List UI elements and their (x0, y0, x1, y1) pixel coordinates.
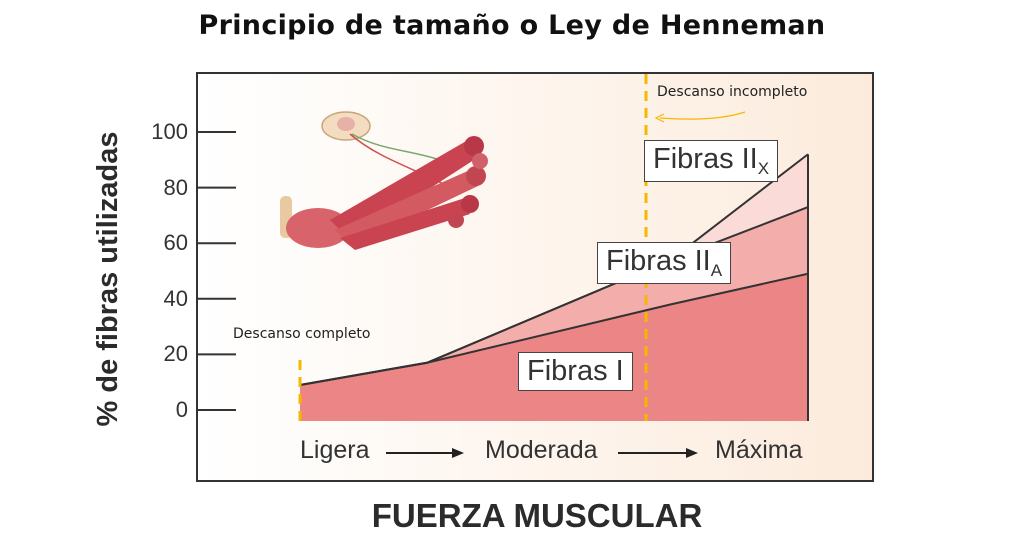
x-axis-title: FUERZA MUSCULAR (371, 497, 703, 534)
label-fibras-iia: Fibras IIA (597, 242, 732, 284)
y-tick-label-0: 0 (175, 397, 188, 422)
chart-title: Principio de tamaño o Ley de Henneman (198, 10, 826, 41)
x-category-2: Máxima (715, 436, 803, 464)
line-series-0 (299, 272, 809, 386)
y-tick-label-80: 80 (163, 174, 188, 200)
y-tick-label-100: 100 (151, 119, 188, 144)
muscle-illustration (280, 111, 488, 250)
annotation-rest-complete: Descanso completo (233, 326, 371, 342)
annotation-rest-incomplete: Descanso incompleto (657, 84, 808, 100)
label-fibras-i: Fibras I (518, 352, 633, 391)
x-category-0: Ligera (300, 436, 370, 464)
x-category-1: Moderada (485, 436, 598, 464)
force-arrow-2 (618, 448, 698, 458)
y-axis-title: % de fibras utilizadas (92, 131, 124, 427)
y-tick-label-20: 20 (163, 341, 188, 367)
area-series-0 (300, 273, 808, 421)
force-arrow-1 (386, 448, 464, 458)
y-tick-label-60: 60 (163, 230, 188, 256)
y-tick-label-40: 40 (163, 285, 188, 311)
incomplete-arrow (659, 111, 746, 120)
label-fibras-iix: Fibras IIX (644, 140, 779, 182)
